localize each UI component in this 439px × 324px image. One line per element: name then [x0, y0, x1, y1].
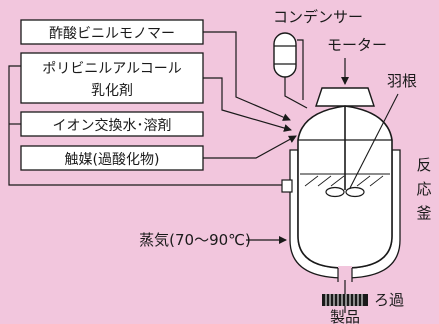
- catalyst-label: 触媒(過酸化物): [65, 152, 160, 168]
- water-solvent-label: イオン交換水･溶剤: [53, 117, 172, 134]
- feed-line-catalyst: [203, 135, 297, 159]
- feed-line-vinyl-acetate: [203, 31, 291, 121]
- pva-label-line1: ポリビニルアルコール: [42, 61, 182, 77]
- vinyl-acetate-label: 酢酸ビニルモノマー: [49, 26, 175, 42]
- input-box-catalyst: 触媒(過酸化物): [20, 145, 204, 171]
- reactor-label-1: 反: [416, 156, 431, 174]
- condenser-icon: [273, 32, 297, 78]
- impeller-pointer: [349, 93, 399, 189]
- condenser-label: コンデンサー: [273, 8, 363, 26]
- input-box-vinyl-acetate: 酢酸ビニルモノマー: [20, 19, 204, 45]
- condenser-down-pipe: [284, 77, 308, 109]
- steam-label: 蒸気(70～90℃): [139, 231, 251, 249]
- impeller-blade-left: [325, 186, 345, 198]
- reactor-icon: [289, 105, 401, 282]
- liquid-hatching: [304, 175, 384, 187]
- filter-icon: [322, 294, 368, 306]
- input-box-pva: ポリビニルアルコール 乳化剤: [20, 52, 204, 104]
- pva-label-line2: 乳化剤: [91, 83, 133, 99]
- impeller-label: 羽根: [387, 72, 417, 90]
- reactor-label-3: 釜: [416, 204, 431, 222]
- feed-line-pva: [203, 77, 292, 132]
- input-box-water-solvent: イオン交換水･溶剤: [20, 111, 204, 137]
- motor-label: モーター: [327, 36, 387, 54]
- condenser-return-pipe: [297, 39, 304, 100]
- product-label: 製品: [330, 308, 360, 324]
- input-bracket-line: [8, 65, 305, 189]
- filtration-label: ろ過: [374, 291, 404, 309]
- reactor-label-2: 応: [416, 180, 431, 198]
- impeller-blade-right: [345, 186, 365, 198]
- motor-icon: [315, 87, 375, 107]
- reactor-side-nozzle: [281, 179, 293, 193]
